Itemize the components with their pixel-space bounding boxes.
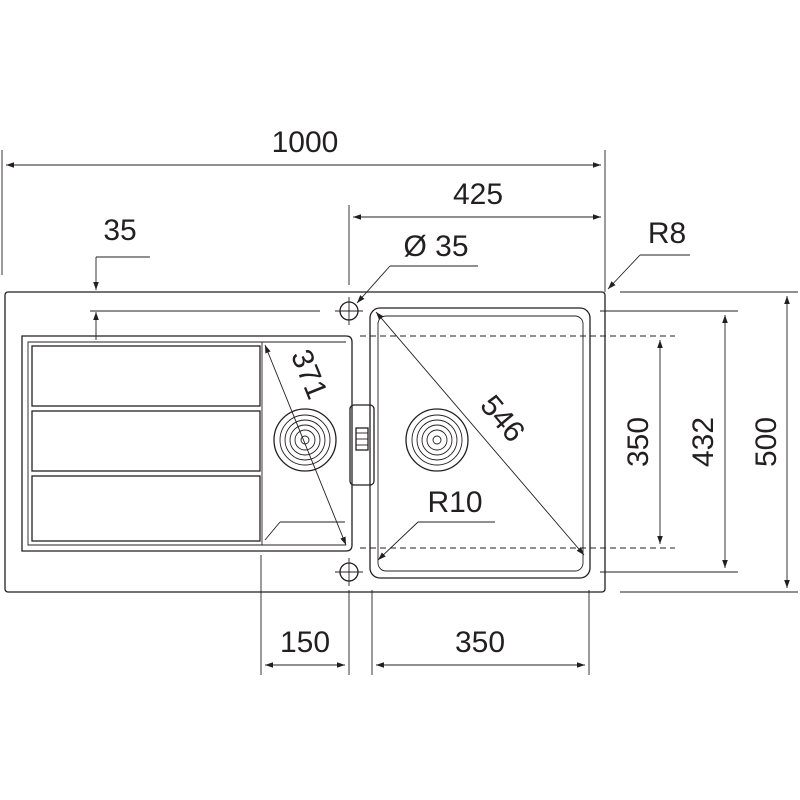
dim-label-basin-diagonal: 546 [474, 389, 531, 449]
dim-label-inner-height: 432 [687, 417, 720, 467]
drainer-board [21, 335, 353, 552]
basin-waste-icon [405, 408, 469, 472]
dimension-outer-radius: R8 [607, 217, 690, 290]
dim-label-drainer-diagonal: 371 [284, 345, 333, 404]
dimension-basin-section-width: 425 [348, 178, 601, 285]
main-basin [369, 307, 591, 579]
dim-label-basin-section-width: 425 [453, 178, 503, 211]
dimension-edge-offset: 35 [90, 214, 320, 340]
dimension-bowl-depth: 350 [360, 335, 675, 549]
dim-label-basin-width: 350 [455, 626, 505, 659]
dim-label-overall-height: 500 [750, 417, 783, 467]
dim-label-outer-radius: R8 [648, 217, 686, 250]
dim-label-edge-offset: 35 [103, 214, 136, 247]
dim-label-tap-hole: Ø 35 [403, 230, 468, 263]
dim-label-overall-width: 1000 [272, 126, 339, 159]
tap-hole-top-icon [335, 297, 363, 325]
dimension-drainer-drain-offset: 150 [260, 555, 350, 675]
dimension-inner-height: 432 [600, 310, 738, 573]
dim-label-bowl-depth: 350 [622, 417, 655, 467]
sink-outline [4, 291, 606, 593]
overflow-slot-icon [349, 404, 375, 486]
dimension-tap-hole: Ø 35 [356, 230, 478, 304]
dim-label-drainer-drain-offset: 150 [280, 626, 330, 659]
dim-label-basin-radius: R10 [427, 486, 482, 519]
dimension-basin-width: 350 [371, 590, 590, 675]
dimension-overall-height: 500 [620, 291, 798, 593]
dimension-overall-width: 1000 [1, 126, 606, 292]
dimension-drainer-diagonal: 371 [264, 344, 347, 546]
tap-hole-bottom-icon [335, 558, 363, 586]
drainer-waste-icon [273, 408, 337, 472]
dimension-basin-radius: R10 [264, 486, 495, 561]
